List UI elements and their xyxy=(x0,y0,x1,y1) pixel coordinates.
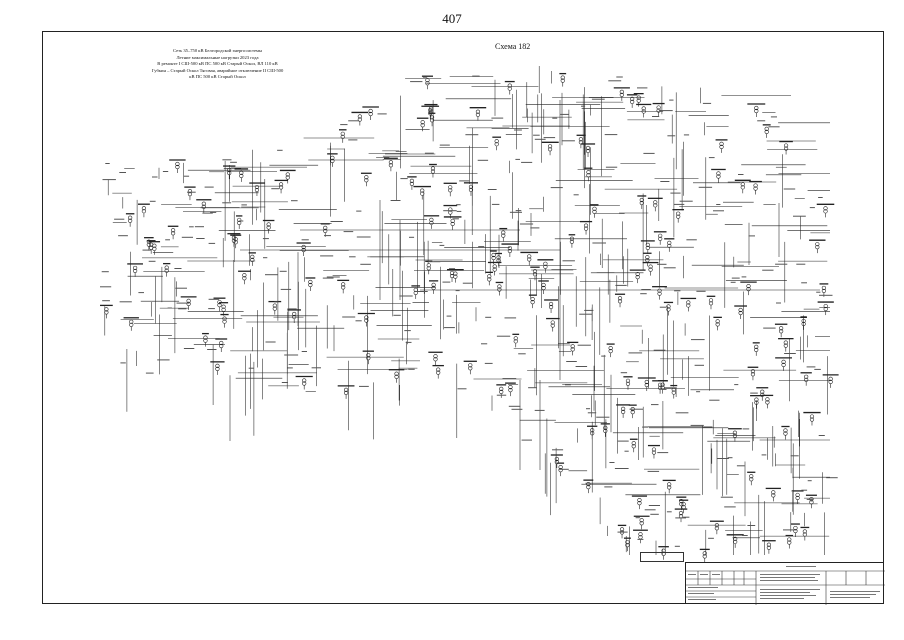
page-number: 407 xyxy=(442,11,462,26)
transmission-lines xyxy=(104,66,830,555)
scheme-caption: Сеть 35–750 кВ Белгородской энергосистем… xyxy=(110,48,325,81)
caption-line: В ремонте I СШ-500 кВ ПС 500 кВ Старый О… xyxy=(157,61,278,67)
caption-line: Губкин – Старый Оскол Тяговая, аварийное… xyxy=(151,67,284,73)
drawing-sheet-frame xyxy=(42,31,884,604)
caption-line: Сеть 35–750 кВ Белгородской энергосистем… xyxy=(172,48,263,53)
caption-line: кВ ПС 500 кВ Старый Оскол xyxy=(189,74,246,80)
node-annotations xyxy=(100,75,838,547)
approval-stamp xyxy=(640,552,684,562)
scheme-title: Схема 182 xyxy=(495,42,531,51)
title-block-grid xyxy=(686,566,885,605)
drawing-title-block xyxy=(685,562,885,605)
substation-symbols xyxy=(100,72,839,563)
caption-line: Летние максимальные нагрузки 2023 года xyxy=(176,54,259,60)
